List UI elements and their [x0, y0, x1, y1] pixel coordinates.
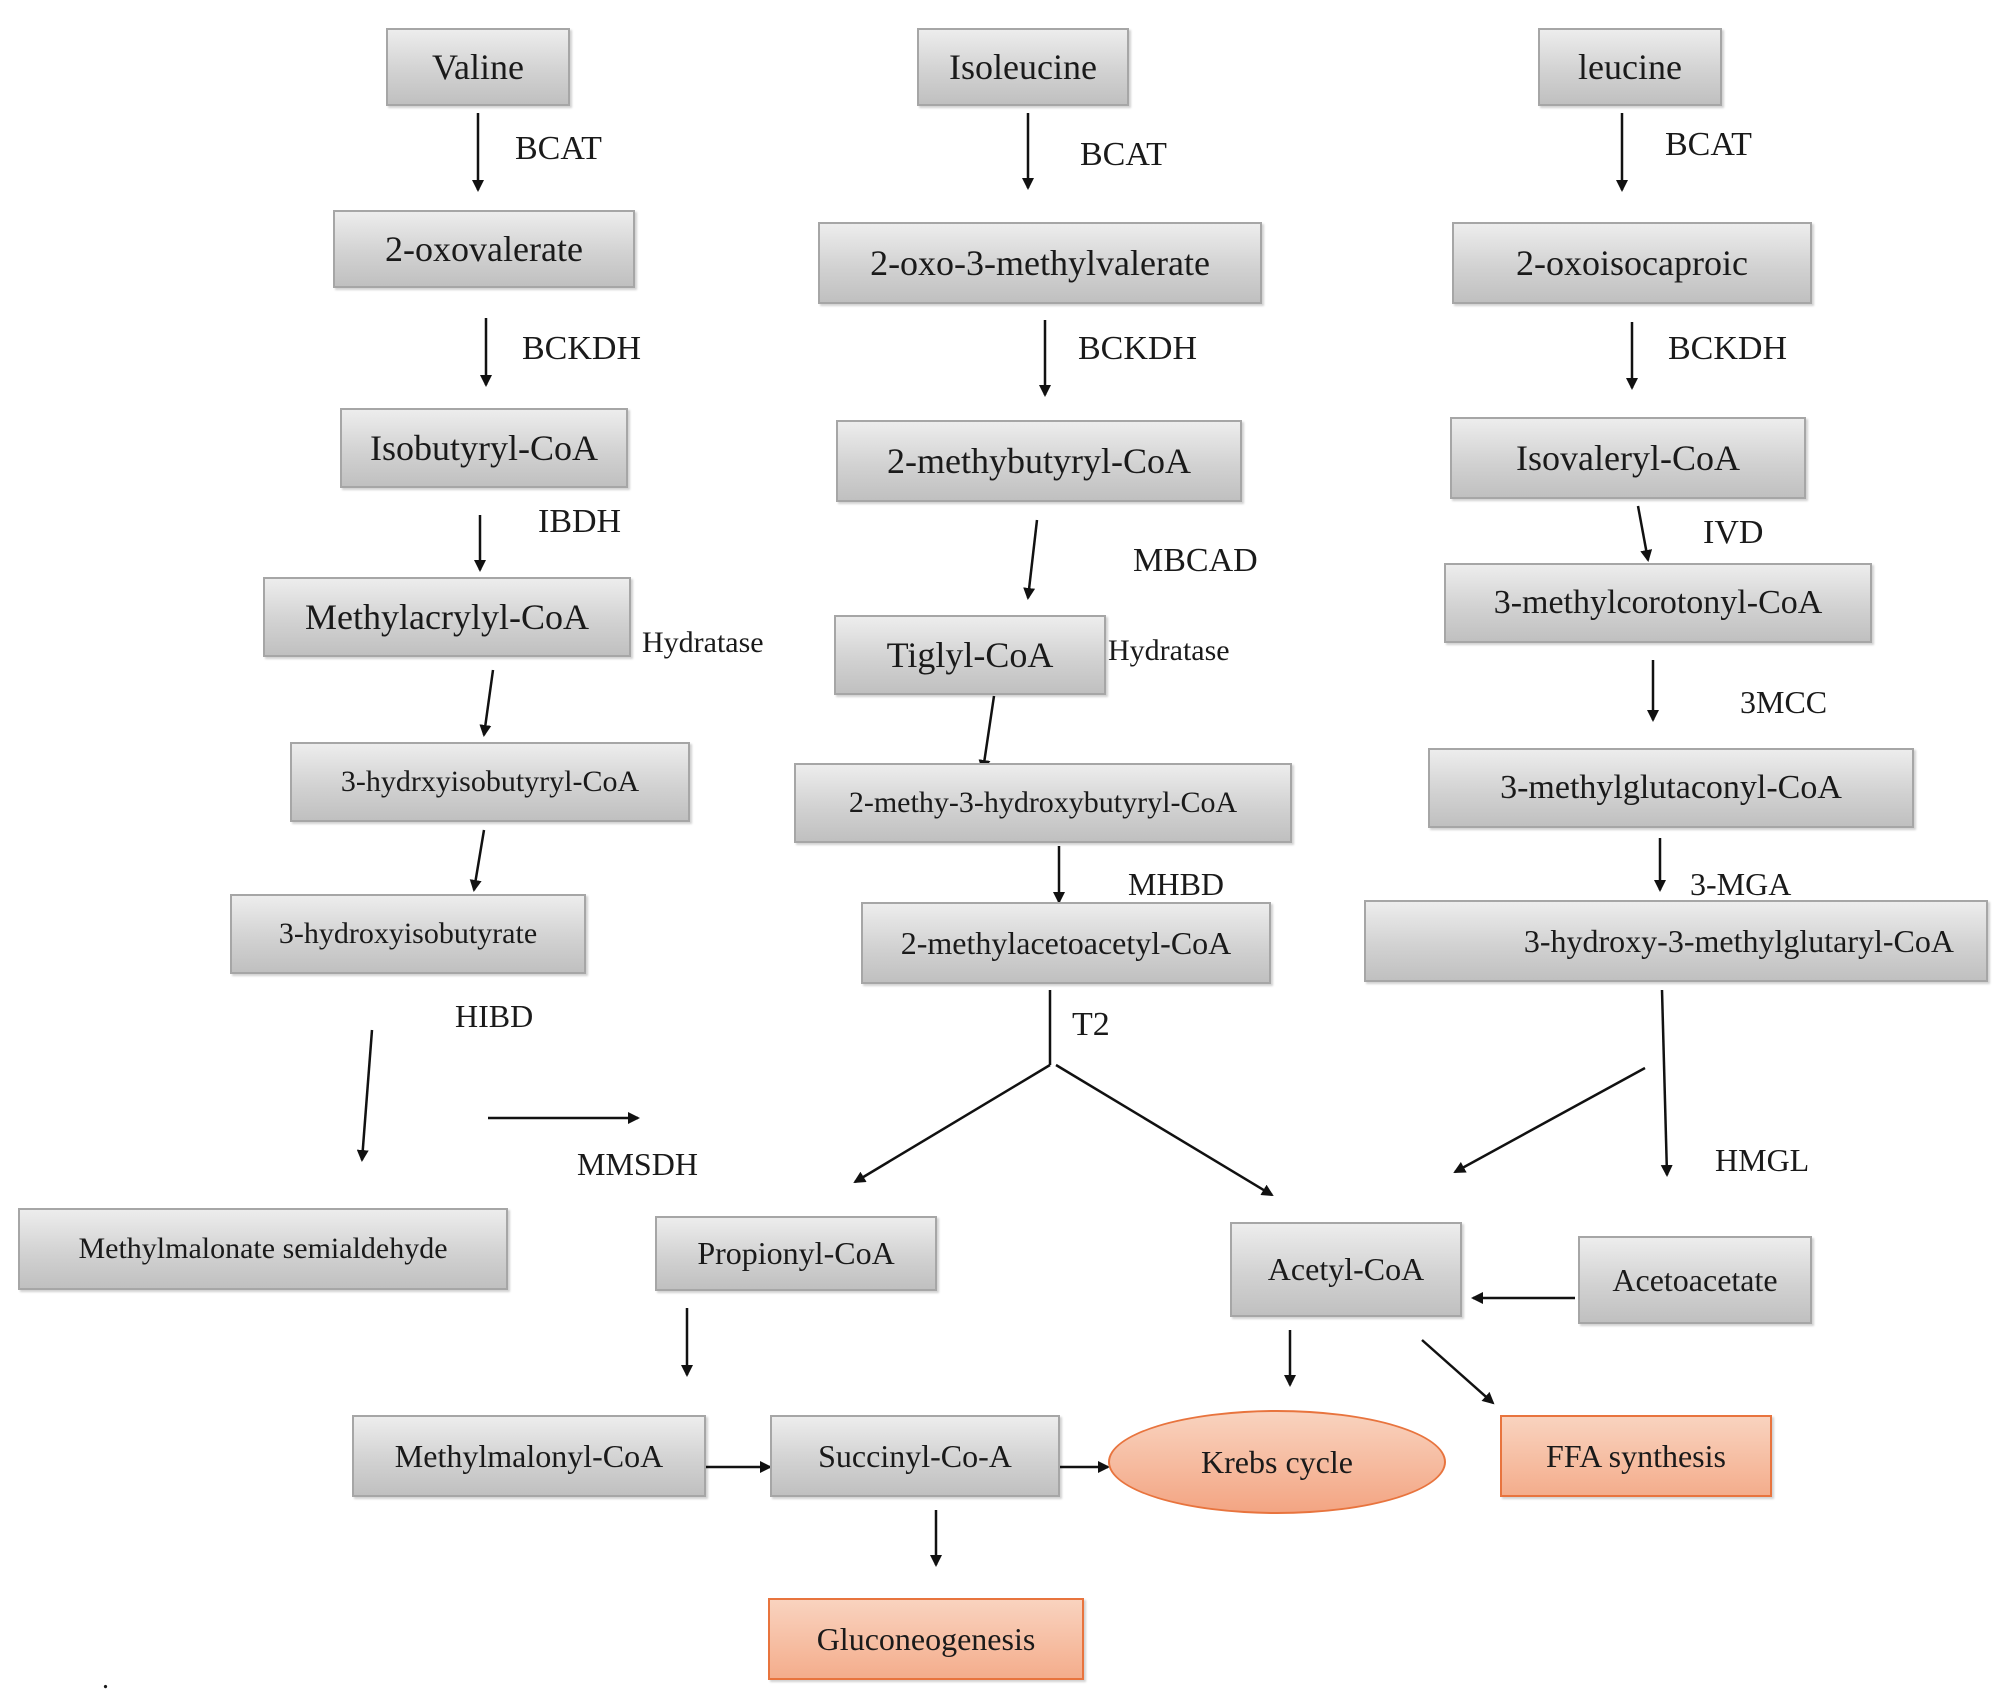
- node-oxo-methylvalerate: 2-oxo-3-methylvalerate: [818, 222, 1262, 304]
- node-methylmalonate-semialdehyde: Methylmalonate semialdehyde: [18, 1208, 508, 1290]
- arrow-hibd-down: [356, 1029, 374, 1162]
- node-ffa-synthesis: FFA synthesis: [1500, 1415, 1772, 1497]
- enzyme-label-bcat-leucine: BCAT: [1665, 126, 1752, 163]
- enzyme-label-bcat-valine: BCAT: [515, 130, 602, 167]
- node-methy-hydroxybutyryl-coa: 2-methy-3-hydroxybutyryl-CoA: [794, 763, 1292, 843]
- arrow-t2-to-propionyl: [853, 1063, 1051, 1184]
- enzyme-label-hibd: HIBD: [455, 998, 534, 1034]
- node-acetyl-coa: Acetyl-CoA: [1230, 1222, 1462, 1317]
- enzyme-label-mmsdh: MMSDH: [577, 1146, 698, 1182]
- node-isoleucine: Isoleucine: [917, 28, 1129, 106]
- node-methylglutaconyl-coa: 3-methylglutaconyl-CoA: [1428, 748, 1914, 828]
- enzyme-label-mhbd: MHBD: [1128, 866, 1225, 902]
- enzyme-label-hmgl: HMGL: [1715, 1142, 1810, 1178]
- node-isobutyryl-coa: Isobutyryl-CoA: [340, 408, 628, 488]
- node-methybutyryl-coa: 2-methybutyryl-CoA: [836, 420, 1242, 502]
- enzyme-label-3mcc: 3MCC: [1740, 684, 1828, 720]
- enzyme-label-mbcad: MBCAD: [1133, 542, 1258, 579]
- enzyme-label-bckdh-isoleucine: BCKDH: [1078, 330, 1198, 367]
- node-methylacetoacetyl-coa: 2-methylacetoacetyl-CoA: [861, 902, 1271, 984]
- node-oxoisocaproic: 2-oxoisocaproic: [1452, 222, 1812, 304]
- enzyme-label-bcat-isoleucine: BCAT: [1080, 136, 1167, 173]
- enzyme-label-hydratase-isoleucine: Hydratase: [1108, 634, 1230, 667]
- node-methylacrylyl-coa: Methylacrylyl-CoA: [263, 577, 631, 657]
- footnote-mark: .: [102, 1664, 109, 1691]
- enzyme-label-t2: T2: [1072, 1006, 1110, 1043]
- node-oxovalerate: 2-oxovalerate: [333, 210, 635, 288]
- node-hydroxyisobutyrate: 3-hydroxyisobutyrate: [230, 894, 586, 974]
- arrow-hmg-to-hmgl: [1660, 989, 1673, 1177]
- node-gluconeogenesis: Gluconeogenesis: [768, 1598, 1084, 1680]
- enzyme-label-ivd: IVD: [1703, 514, 1764, 551]
- arrow-hmg-to-acetyl: [1453, 1066, 1646, 1174]
- node-acetoacetate: Acetoacetate: [1578, 1236, 1812, 1324]
- arrow-acetyl-to-ffa: [1421, 1339, 1495, 1405]
- node-propionyl-coa: Propionyl-CoA: [655, 1216, 937, 1291]
- node-hmg-coa: 3-hydroxy-3-methylglutaryl-CoA: [1364, 900, 1988, 982]
- enzyme-label-bckdh-valine: BCKDH: [522, 330, 642, 367]
- arrow-isovaleryl-to-methylcorotonyl: [1636, 505, 1653, 562]
- node-valine: Valine: [386, 28, 570, 106]
- enzyme-label-bckdh-leucine: BCKDH: [1668, 330, 1788, 367]
- node-methylcorotonyl-coa: 3-methylcorotonyl-CoA: [1444, 563, 1872, 643]
- enzyme-label-3mga: 3-MGA: [1690, 866, 1792, 902]
- arrow-t2-to-acetyl: [1055, 1063, 1274, 1197]
- arrow-methylacrylyl-to-hydrxyisobutyryl: [479, 669, 495, 737]
- node-methylmalonyl-coa: Methylmalonyl-CoA: [352, 1415, 706, 1497]
- node-hydrxyisobutyryl-coa: 3-hydrxyisobutyryl-CoA: [290, 742, 690, 822]
- node-isovaleryl-coa: Isovaleryl-CoA: [1450, 417, 1806, 499]
- arrow-hydrxyisobutyryl-to-hydroxyisobutyrate: [469, 829, 486, 892]
- node-tiglyl-coa: Tiglyl-CoA: [834, 615, 1106, 695]
- node-krebs-cycle: Krebs cycle: [1108, 1410, 1446, 1514]
- enzyme-label-ibdh: IBDH: [538, 503, 622, 540]
- arrow-methybutyryl-to-tiglyl: [1023, 519, 1039, 600]
- node-leucine: leucine: [1538, 28, 1722, 106]
- enzyme-label-hydratase-valine: Hydratase: [642, 626, 764, 659]
- arrow-tiglyl-to-methyhydroxybutyryl: [978, 695, 996, 772]
- node-succinyl-coa: Succinyl-Co-A: [770, 1415, 1060, 1497]
